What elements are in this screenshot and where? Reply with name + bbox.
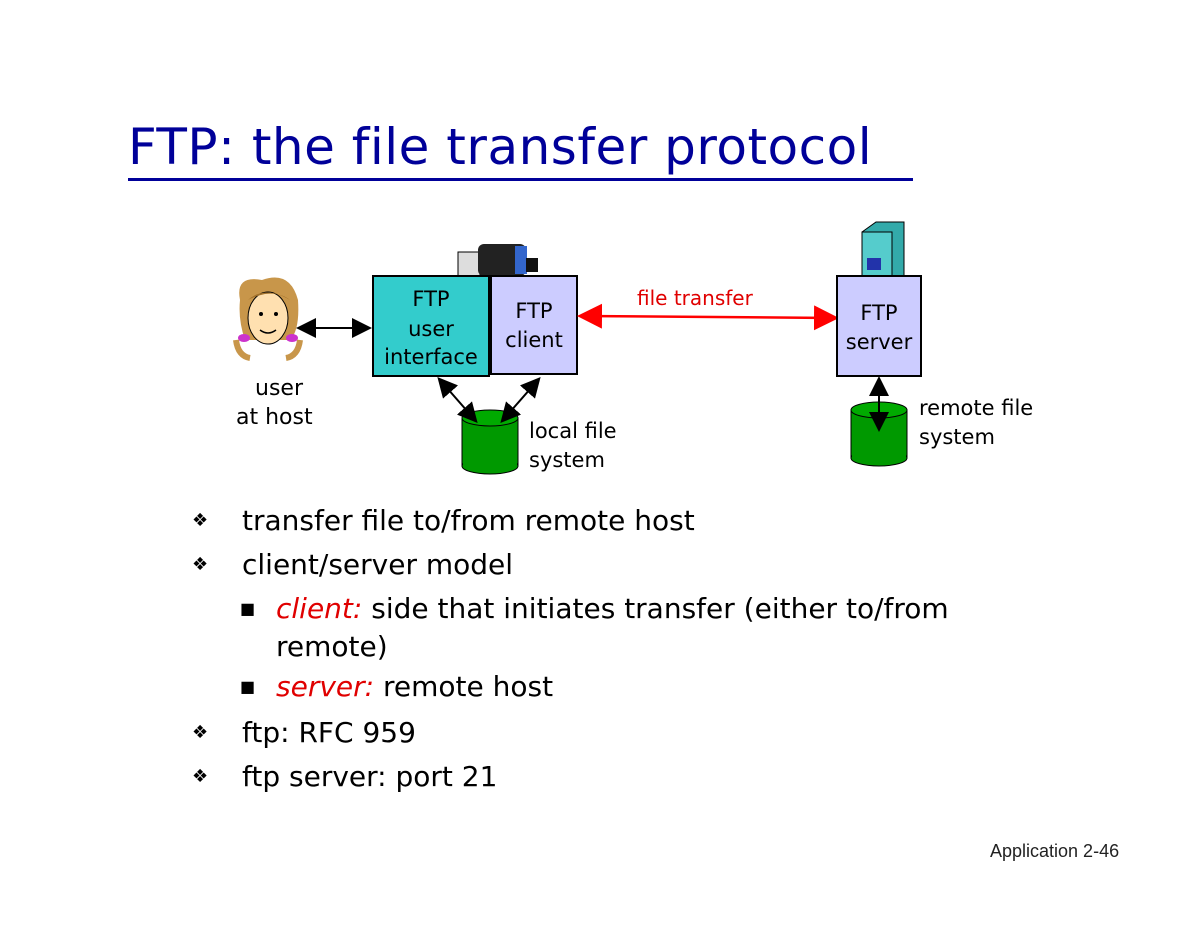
- diamond-bullet-icon: ❖: [192, 722, 209, 743]
- diamond-bullet-icon: ❖: [192, 554, 209, 575]
- computer-icon: [457, 244, 538, 277]
- ftp-server-label-2: server: [846, 330, 913, 354]
- slide-title: FTP: the file transfer protocol: [128, 118, 873, 176]
- ftp-ui-box: [372, 275, 490, 377]
- server-icon: [861, 221, 905, 277]
- local-disk-icon: [461, 409, 519, 475]
- ftp-ui-label-1: FTP: [412, 287, 449, 311]
- client-disk-arrow: [500, 376, 541, 424]
- ftp-client-box: [490, 275, 578, 375]
- diamond-bullet-icon: ❖: [192, 510, 209, 531]
- diamond-bullet-icon: ❖: [192, 766, 209, 787]
- square-bullet-icon: ■: [240, 677, 256, 696]
- ftp-server-box: [836, 275, 922, 377]
- at-host-label: at host: [236, 405, 313, 430]
- file-transfer-arrow: [577, 303, 839, 331]
- remote-fs-label-2: system: [919, 425, 995, 449]
- local-fs-label-2: system: [529, 448, 605, 472]
- local-fs-label-1: local file: [529, 419, 617, 443]
- ui-disk-arrow: [437, 376, 478, 424]
- user-icon: [233, 277, 303, 361]
- slide-footer: Application 2-46: [990, 841, 1120, 861]
- ftp-ui-label-2: user: [408, 317, 454, 341]
- ftp-client-label-2: client: [505, 328, 563, 352]
- ftp-server-label-1: FTP: [860, 301, 897, 325]
- square-bullet-icon: ■: [240, 599, 256, 618]
- ftp-client-label-1: FTP: [515, 299, 552, 323]
- user-label: user: [255, 376, 304, 401]
- ftp-ui-label-3: interface: [384, 345, 478, 369]
- title-underline: [128, 178, 913, 181]
- remote-fs-label-1: remote file: [919, 396, 1033, 420]
- file-transfer-label: file transfer: [637, 286, 754, 310]
